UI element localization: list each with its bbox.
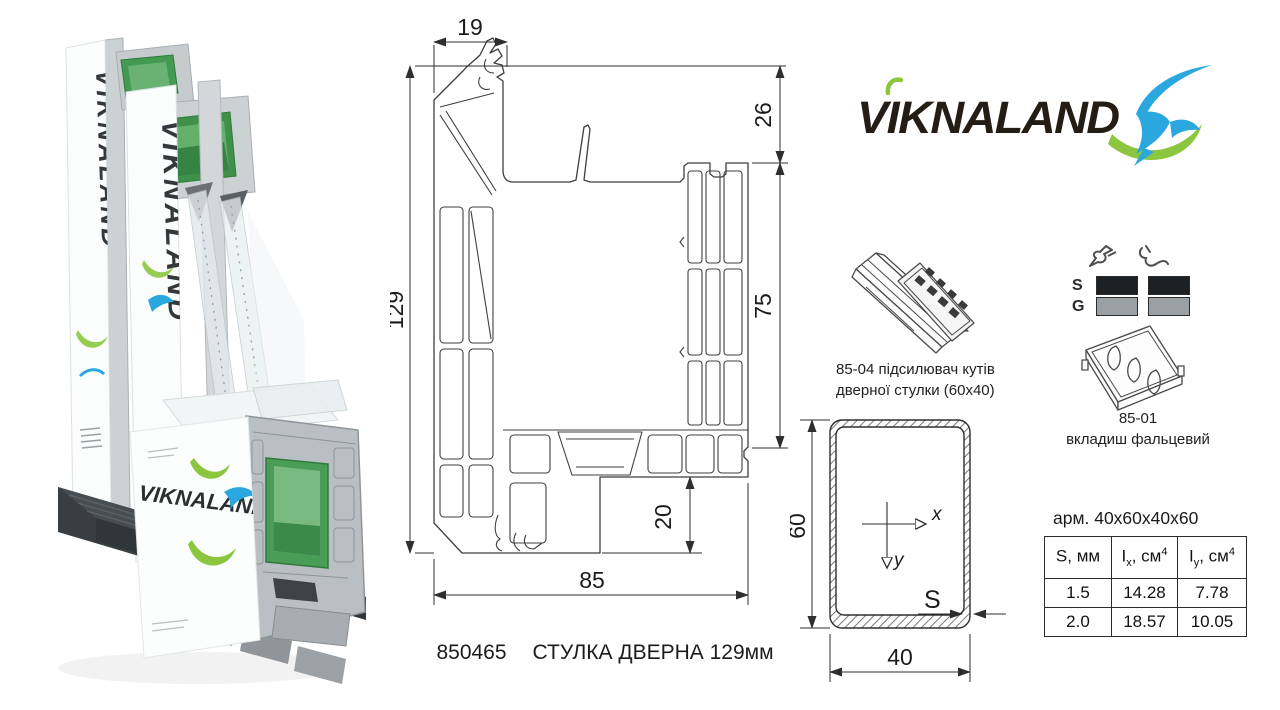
swallow-bird-icon bbox=[1108, 65, 1212, 166]
table-row: 1.5 14.28 7.78 bbox=[1044, 578, 1247, 608]
dim-20: 20 bbox=[650, 504, 676, 530]
dim-85: 85 bbox=[579, 567, 605, 593]
dim-75: 75 bbox=[750, 293, 776, 319]
seal-swatch-s2 bbox=[1148, 276, 1190, 295]
table-row: 2.0 18.57 10.05 bbox=[1044, 607, 1247, 637]
table-header-row: S, мм Ix, см4 Iy, см4 bbox=[1044, 536, 1247, 579]
rebate-insert-image bbox=[1081, 325, 1185, 411]
rebate-insert-caption: 85-01 вкладиш фальцевий bbox=[1058, 408, 1218, 450]
caption-line-2: вкладиш фальцевий bbox=[1066, 431, 1210, 448]
caption-line-1: 85-04 підсилювач кутів bbox=[836, 361, 995, 378]
reinforcement-tube-drawing: x y S 60 40 bbox=[790, 419, 1006, 682]
seal-label-s: S bbox=[1072, 276, 1083, 294]
cell-iy: 7.78 bbox=[1177, 578, 1247, 608]
col-header-iy: Iy, см4 bbox=[1177, 536, 1247, 579]
seal-row-gray: G bbox=[1072, 297, 1190, 316]
sash-section-block: VIKNALAND bbox=[129, 379, 366, 659]
shadow bbox=[58, 652, 338, 684]
cell-ix: 14.28 bbox=[1111, 578, 1178, 608]
dim-26: 26 bbox=[750, 102, 776, 128]
drawing-caption: 850465 СТУЛКА ДВЕРНА 129мм bbox=[390, 641, 820, 665]
film-strip-outer: VIKNALAND bbox=[65, 39, 126, 519]
film-brand-text-1: VIKNALAND bbox=[90, 69, 126, 250]
reinforcement-table: S, мм Ix, см4 Iy, см4 1.5 14.28 7.78 2.0… bbox=[1044, 536, 1247, 637]
dimension-lines bbox=[405, 37, 788, 605]
cell-s: 2.0 bbox=[1044, 607, 1112, 637]
seal-swatch-g1 bbox=[1096, 297, 1138, 316]
seal-row-black: S bbox=[1072, 276, 1190, 295]
product-photo: VIKNALAND VIKNALAND bbox=[58, 37, 366, 684]
steel-insert-section bbox=[265, 457, 329, 569]
logo-accent-icon bbox=[885, 77, 904, 96]
brand-logo-text: VIKNALAND bbox=[857, 92, 1120, 143]
cell-ix: 18.57 bbox=[1111, 607, 1178, 637]
dimension-labels: 19 129 26 75 20 85 bbox=[390, 15, 776, 593]
dim-19: 19 bbox=[457, 15, 483, 40]
seal-swatch-g2 bbox=[1148, 297, 1190, 316]
seal-swatch-s1 bbox=[1096, 276, 1138, 295]
seal-type-1-icon bbox=[1089, 245, 1117, 267]
caption-line-1: 85-01 bbox=[1118, 410, 1158, 427]
product-name: СТУЛКА ДВЕРНА 129мм bbox=[532, 641, 774, 664]
brand-logo: VIKNALAND bbox=[857, 92, 1120, 144]
article-number: 850465 bbox=[436, 641, 507, 664]
tube-dim-40: 40 bbox=[887, 644, 913, 670]
cell-s: 1.5 bbox=[1044, 578, 1112, 608]
dim-129: 129 bbox=[390, 291, 408, 329]
tube-dim-60: 60 bbox=[790, 513, 810, 539]
seal-label-g: G bbox=[1072, 297, 1085, 315]
profile-cross-section-drawing: 19 129 26 75 20 85 bbox=[390, 15, 788, 605]
seal-type-2-icon bbox=[1138, 245, 1169, 267]
axes bbox=[862, 502, 926, 568]
corner-reinforcer-caption: 85-04 підсилювач кутів дверної стулки (6… bbox=[836, 359, 1026, 401]
axis-y-label: y bbox=[892, 550, 905, 571]
caption-line-2: дверної стулки (60х40) bbox=[836, 382, 995, 399]
col-header-thickness: S, мм bbox=[1044, 536, 1112, 579]
corner-reinforcer-image bbox=[851, 252, 975, 354]
axis-x-label: x bbox=[931, 504, 943, 525]
col-header-ix: Ix, см4 bbox=[1111, 536, 1178, 579]
thickness-label: S bbox=[924, 586, 941, 614]
cell-iy: 10.05 bbox=[1177, 607, 1247, 637]
tube-dimension-lines bbox=[800, 419, 971, 682]
green-swoosh-icon bbox=[1108, 124, 1202, 161]
reinforcement-title: арм. 40х60х40х60 bbox=[1053, 508, 1199, 528]
